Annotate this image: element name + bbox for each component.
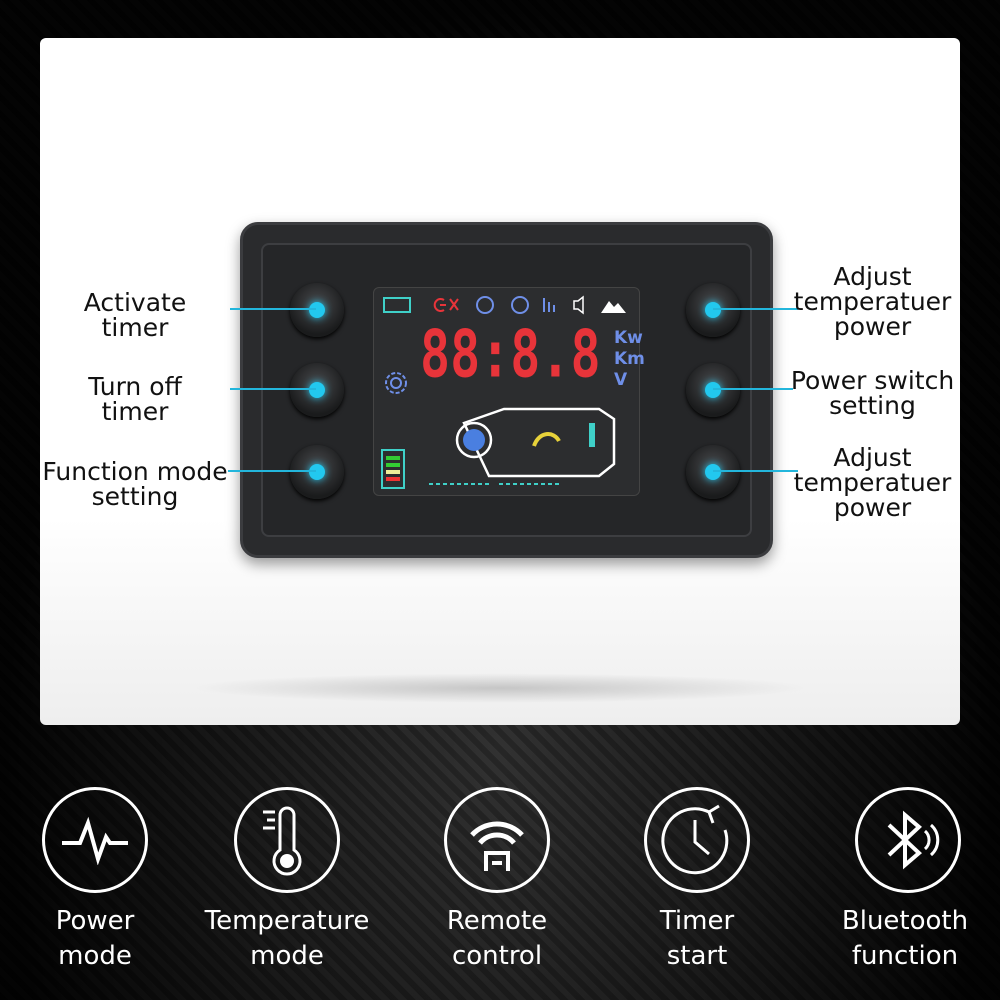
- callout-line: [230, 388, 316, 390]
- callout-line: [228, 470, 316, 472]
- function-mode-button[interactable]: [290, 445, 344, 499]
- callout-line: [713, 388, 793, 390]
- callout-line: [713, 470, 798, 472]
- fuel-icon: [381, 449, 405, 489]
- temperature-down-button[interactable]: [686, 445, 740, 499]
- callout-power-switch: Power switch setting: [790, 366, 955, 420]
- callout-activate-timer: Activate timer: [83, 288, 187, 342]
- callout-adjust-temp-power: Adjust temperatuer power: [793, 262, 952, 341]
- unit-v: V: [614, 370, 628, 390]
- feature-remote-control: Remote control: [446, 906, 548, 971]
- flame-icon: [532, 432, 561, 447]
- temperature-up-button[interactable]: [686, 283, 740, 337]
- clock-icon: [644, 787, 750, 893]
- battery-icon: [383, 297, 411, 313]
- callout-adjust-temp-power-2: Adjust temperatuer power: [793, 443, 952, 522]
- lcd-screen: 88:8.8 Kw Km V: [373, 287, 645, 496]
- feature-timer-start: Timer start: [659, 906, 735, 971]
- unit-km: Km: [614, 349, 645, 369]
- heater-icon: [455, 407, 616, 478]
- signal-icon: [543, 298, 555, 312]
- pulse-icon: [42, 787, 148, 893]
- alarm-icon: [476, 296, 494, 314]
- callout-function-mode: Function mode setting: [42, 457, 228, 511]
- turn-off-timer-button[interactable]: [290, 363, 344, 417]
- feature-temperature-mode: Temperature mode: [204, 906, 370, 971]
- remote-signal-icon: [444, 787, 550, 893]
- feature-power-mode: Power mode: [55, 906, 135, 971]
- power-switch-button[interactable]: [686, 363, 740, 417]
- callout-line: [713, 308, 798, 310]
- thermometer-icon: [589, 423, 595, 447]
- mountain-icon: [601, 301, 626, 313]
- bluetooth-icon: [855, 787, 961, 893]
- speaker-icon: [573, 295, 584, 315]
- unit-kw: Kw: [614, 328, 643, 348]
- thermometer-icon: [234, 787, 340, 893]
- ex-icon: [433, 298, 459, 312]
- callout-line: [230, 308, 316, 310]
- activate-timer-button[interactable]: [290, 283, 344, 337]
- callout-turn-off-timer: Turn off timer: [88, 372, 182, 426]
- alarm-icon: [511, 296, 529, 314]
- digit-display: 88:8.8: [420, 316, 601, 393]
- feature-bluetooth: Bluetooth function: [841, 906, 969, 971]
- gear-icon: [385, 372, 407, 394]
- fan-icon: [463, 429, 485, 451]
